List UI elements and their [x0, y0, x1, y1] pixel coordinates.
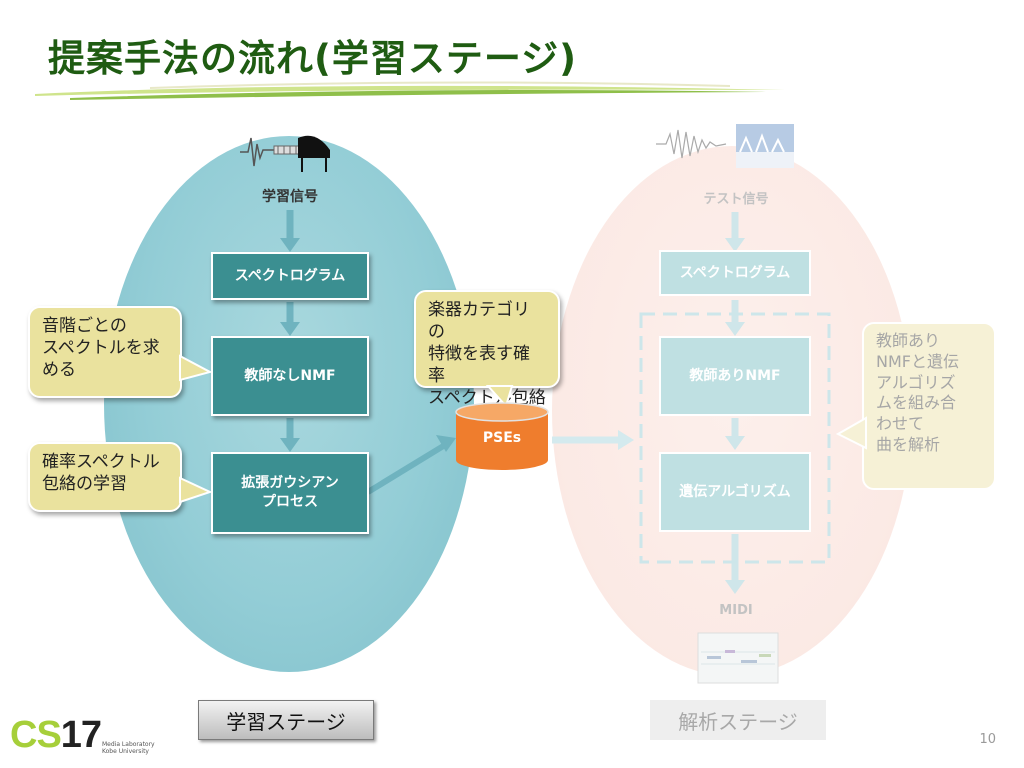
callout-instrument-pse: 楽器カテゴリの 特徴を表す確率 スペクトル包絡	[414, 290, 560, 408]
slide-title: 提案手法の流れ(学習ステージ)	[48, 37, 578, 80]
learning-input-label: 学習信号	[262, 189, 318, 205]
logo-prefix: CS	[10, 714, 62, 756]
arrow-to-pses	[366, 435, 456, 495]
piano-icon	[240, 135, 330, 172]
analysis-callout-line: アルゴリズ	[876, 372, 956, 392]
cs17-logo: CS17	[10, 714, 102, 756]
callout2-pointer	[179, 476, 213, 504]
arrow-test-2	[725, 300, 745, 336]
callout-scale-spectrum: 音階ごとの スペクトルを求 める	[28, 306, 182, 398]
analysis-input-label: テスト信号	[703, 192, 769, 207]
callout-analysis: 教師あり NMFと遺伝 アルゴリズ ムを組み合 わせて 曲を解析	[862, 322, 996, 490]
center-callout-line: 楽器カテゴリの	[428, 300, 530, 343]
logo-number: 17	[60, 714, 102, 756]
center-callout-line: 特徴を表す確率	[428, 344, 530, 387]
arrow-test-4	[725, 534, 745, 594]
arrow-learn-2	[280, 302, 300, 336]
logo-sub-line: Media Laboratory	[102, 741, 155, 748]
arrow-test-1	[725, 212, 745, 252]
analysis-callout-line: 教師あり	[876, 331, 941, 350]
unsupervised-nmf-box: 教師なしNMF	[211, 336, 369, 416]
page-number: 10	[979, 732, 996, 747]
learn-spectrogram-box: スペクトログラム	[211, 252, 369, 300]
analysis-callout-pointer	[835, 416, 867, 450]
analysis-callout-line: NMFと遺伝	[876, 351, 959, 371]
title-underline-swoosh	[35, 81, 785, 100]
arrow-test-3	[725, 418, 745, 450]
logo-sub-line: Kobe University	[102, 748, 149, 755]
logo-subtitle: Media Laboratory Kobe University	[102, 741, 155, 755]
learning-stage-label: 学習ステージ	[198, 700, 374, 740]
callout-pse-learning: 確率スペクトル 包絡の学習	[28, 442, 182, 512]
egp-line-1: 拡張ガウシアン	[241, 475, 339, 492]
analysis-stage-label: 解析ステージ	[650, 700, 826, 740]
supervised-nmf-box: 教師ありNMF	[659, 336, 811, 416]
callout1-line: める	[42, 360, 76, 381]
analysis-callout-line: わせて	[876, 414, 925, 434]
egp-line-2: プロセス	[261, 494, 318, 510]
analysis-callout-line: 曲を解析	[876, 434, 941, 454]
waveform-crowd-icon	[656, 124, 794, 168]
dashed-group-box	[639, 312, 831, 564]
callout2-line: 包絡の学習	[42, 474, 127, 495]
arrow-learn-3	[280, 418, 300, 452]
center-callout-pointer	[485, 385, 514, 408]
midi-roll-thumbnail	[697, 632, 779, 684]
pses-database-icon	[455, 402, 549, 470]
callout1-line: 音階ごとの	[42, 316, 127, 336]
arrow-learn-1	[280, 210, 300, 252]
genetic-algorithm-box: 遺伝アルゴリズム	[659, 452, 811, 532]
midi-label: MIDI	[719, 603, 753, 618]
callout2-line: 確率スペクトル	[42, 452, 160, 472]
callout1-line: スペクトルを求	[42, 338, 160, 359]
pses-label: PSEs	[482, 430, 522, 446]
arrow-pses-to-analysis	[552, 430, 634, 450]
analysis-spectrogram-box: スペクトログラム	[659, 250, 811, 296]
callout1-pointer	[179, 354, 213, 382]
analysis-callout-line: ムを組み合	[876, 393, 957, 413]
extended-gaussian-process-box: 拡張ガウシアン プロセス	[211, 452, 369, 534]
